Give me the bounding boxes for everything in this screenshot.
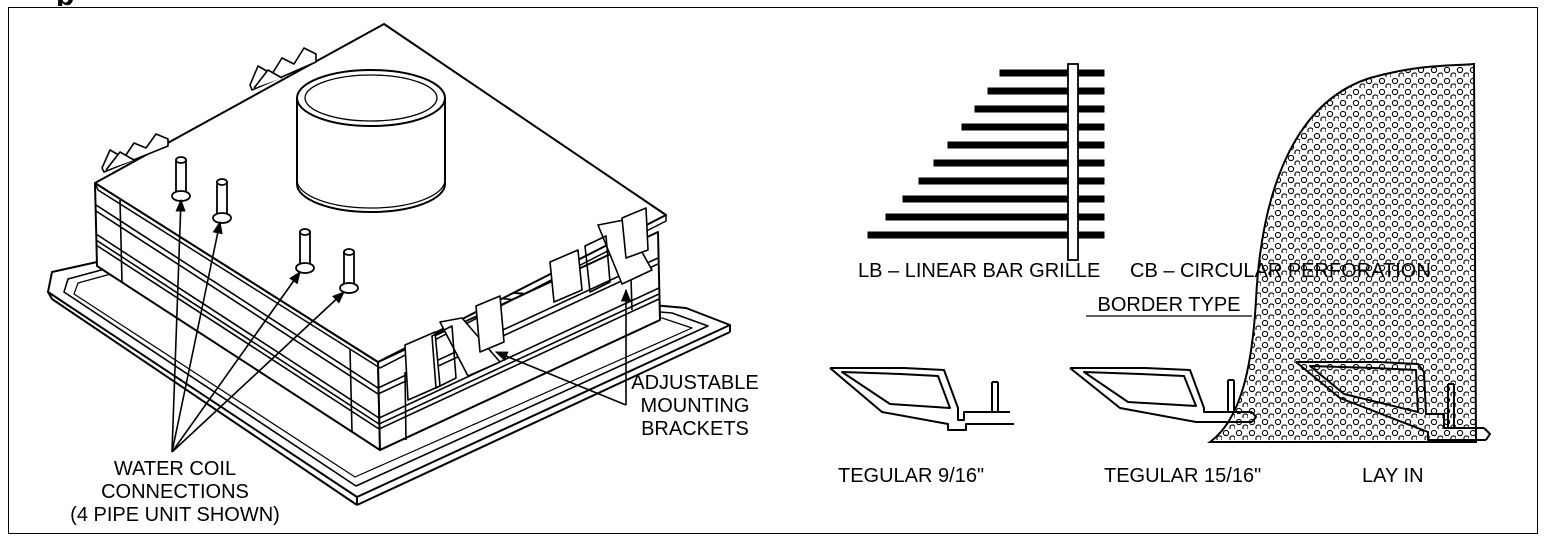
border-profile-tegular-15-16 bbox=[1069, 367, 1257, 423]
bracket-rear bbox=[549, 207, 653, 303]
bracket-front bbox=[404, 295, 505, 401]
top-clips bbox=[101, 47, 317, 173]
brackets-label: ADJUSTABLE MOUNTING BRACKETS bbox=[631, 372, 759, 440]
beam-unit-drawing bbox=[47, 23, 731, 506]
circular-perforation-label: CB – CIRCULAR PERFORATION bbox=[1130, 260, 1431, 282]
border-profile-lay-in bbox=[1295, 361, 1491, 441]
bracket-leaders bbox=[494, 288, 632, 406]
water-coil-leaders bbox=[171, 198, 345, 453]
border-type-heading: BORDER TYPE bbox=[1097, 294, 1241, 316]
border-option-lay-in: LAY IN bbox=[1362, 465, 1424, 487]
water-coil-label: WATER COIL CONNECTIONS (4 PIPE UNIT SHOW… bbox=[70, 458, 280, 526]
drawing-frame bbox=[8, 7, 1538, 534]
linear-bar-grille-label: LB – LINEAR BAR GRILLE bbox=[858, 260, 1101, 282]
border-option-tegular-15-16: TEGULAR 15/16" bbox=[1104, 465, 1262, 487]
linear-bar-grille-drawing bbox=[867, 63, 1105, 261]
border-option-tegular-9-16: TEGULAR 9/16" bbox=[838, 465, 985, 487]
border-profile-tegular-9-16 bbox=[829, 367, 1014, 431]
inlet-collar bbox=[296, 69, 446, 213]
pipe-stubs bbox=[171, 156, 359, 294]
header-fragment: p bbox=[56, 0, 116, 6]
